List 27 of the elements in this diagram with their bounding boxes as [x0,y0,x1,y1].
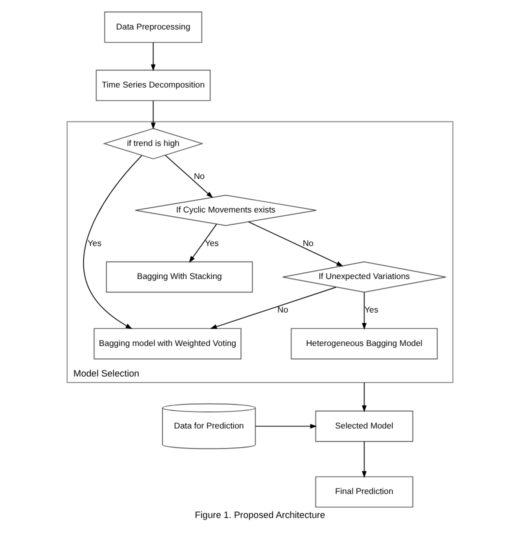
node-box: Heterogeneous Bagging Model [290,328,438,360]
node-box: Data Preprocessing [104,12,202,43]
node-box: Bagging model with Weighted Voting [94,328,242,360]
arrow [83,155,142,330]
node-box: Final Prediction [315,476,414,508]
arrow [248,221,344,266]
edge-label: No [194,171,205,182]
arrow [362,441,367,478]
node-box: Selected Model [315,410,414,442]
caption: Figure 1. Proposed Architecture [194,510,326,520]
arrow [164,154,214,198]
node-box: Time Series Decomposition [96,70,211,102]
arrow [150,100,156,130]
edge-label: Yes [364,304,378,314]
arrow [210,286,336,329]
arrow [150,42,156,72]
arrow [255,424,317,429]
arrow [188,224,218,263]
edge-label: Yes [88,238,102,248]
node-diamond: If Cyclic Movements exists [134,194,317,226]
edge-label: No [302,238,314,248]
arrow [362,382,367,412]
edge-label: No [277,304,288,314]
arrow [362,292,367,330]
edge-label: Yes [205,238,219,248]
node-diamond: if trend is high [102,128,204,160]
node-box: Bagging With Stacking [106,261,253,293]
